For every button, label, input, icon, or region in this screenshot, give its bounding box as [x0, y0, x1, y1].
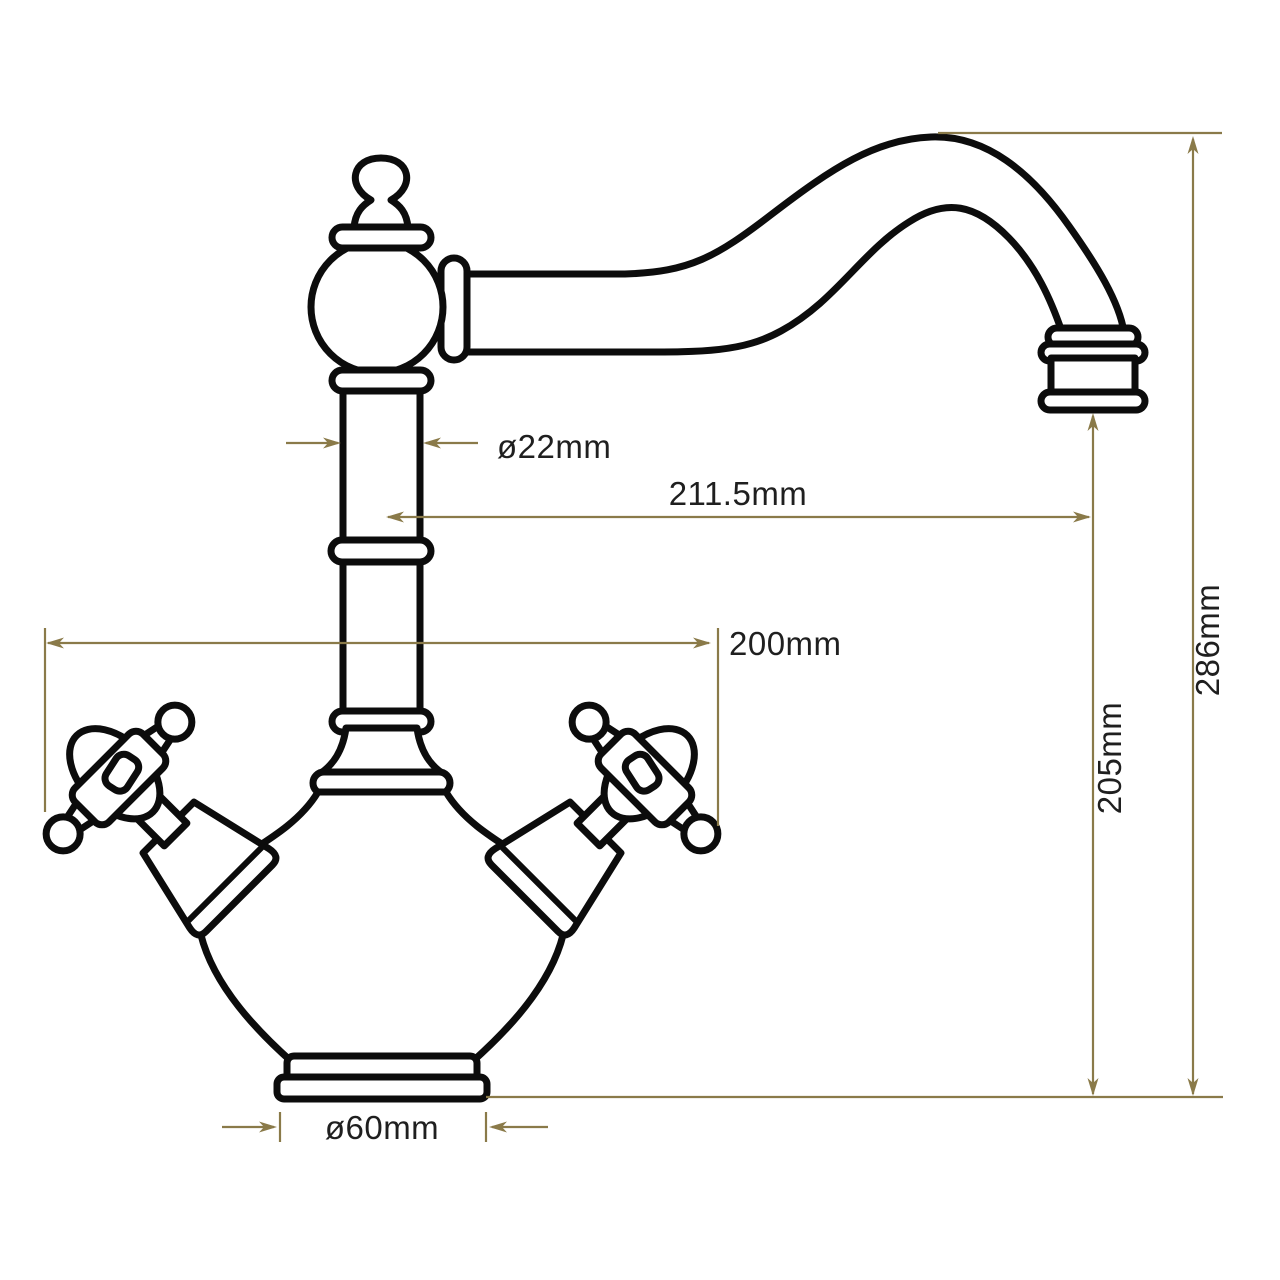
handle-lobe-upper-ball: [154, 701, 196, 743]
finial: [350, 154, 412, 232]
arrowhead-right-icon: [323, 437, 341, 449]
cone-collar-line: [184, 843, 266, 925]
handle-lobe-lower-ball: [680, 813, 722, 855]
trumpet-flare: [314, 724, 449, 779]
dim-spout-reach: 211.5mm: [386, 475, 1091, 523]
outlet-ring-lower: [1037, 388, 1149, 414]
handle-lobe-lower-ball: [42, 813, 84, 855]
arrowhead-left-icon: [489, 1121, 507, 1133]
ball-joint: [307, 237, 447, 377]
arrowhead-right-icon: [259, 1121, 277, 1133]
column-mid-collar: [327, 536, 435, 566]
dim-overall-width: 200mm: [46, 625, 842, 662]
handle-indicator: [101, 750, 143, 795]
handle-indicator: [621, 750, 663, 795]
dim-base-diameter: ø60mm: [222, 1109, 548, 1146]
dim-label-outlet-height: 205mm: [1091, 702, 1128, 815]
spout-outlet: [1037, 324, 1149, 414]
left-handle: [42, 701, 280, 939]
handle-lobe-upper-ball: [568, 701, 610, 743]
arrowhead-right-icon: [693, 637, 711, 649]
dim-label-overall-height: 286mm: [1189, 584, 1226, 697]
spout-tube: [454, 133, 1128, 356]
dim-overall-height: 286mm: [1187, 136, 1226, 1096]
extension-lines: [43, 131, 1223, 1099]
dim-label-overall-width: 200mm: [729, 625, 842, 662]
dim-outlet-height: 205mm: [1087, 413, 1128, 1096]
cone-collar-line: [498, 843, 580, 925]
arrowhead-down-icon: [1087, 1078, 1099, 1096]
faucet-body: [194, 788, 570, 1066]
arrowhead-left-icon: [423, 437, 441, 449]
arrowhead-left-icon: [46, 637, 64, 649]
arrowhead-right-icon: [1073, 511, 1091, 523]
arrowhead-down-icon: [1187, 1078, 1199, 1096]
dim-label-base-diameter: ø60mm: [325, 1109, 439, 1146]
arrowhead-left-icon: [386, 511, 404, 523]
ball-lower-collar: [328, 366, 435, 395]
dim-label-spout-reach: 211.5mm: [669, 475, 808, 512]
base-lower-step: [273, 1073, 491, 1103]
arrowhead-up-icon: [1187, 136, 1199, 154]
right-handle: [484, 701, 722, 939]
arrowhead-up-icon: [1087, 413, 1099, 431]
top-collar: [328, 223, 435, 252]
dim-spout-diameter: ø22mm: [286, 428, 611, 465]
dim-label-spout-diameter: ø22mm: [497, 428, 611, 465]
